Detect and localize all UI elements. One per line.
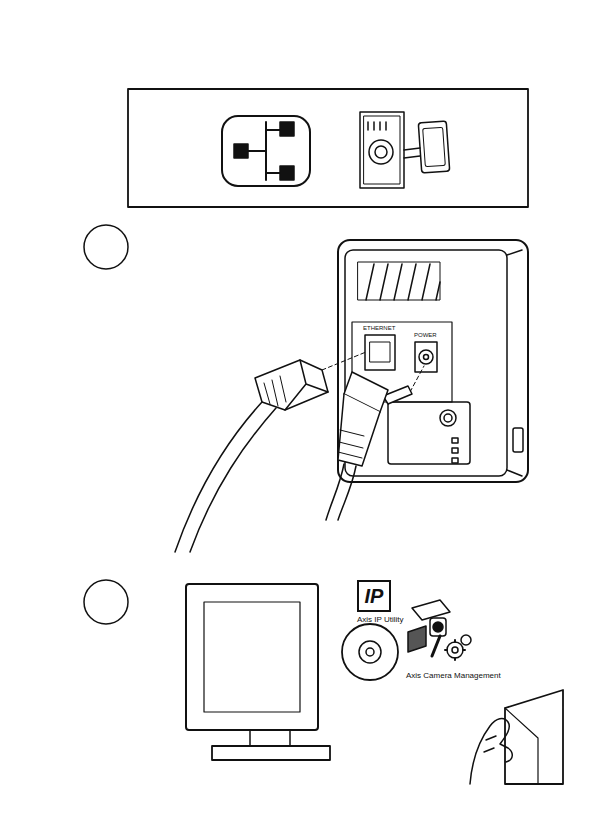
camera-management-icon <box>408 600 471 660</box>
hand-document <box>470 690 563 784</box>
requirements-frame <box>128 89 528 207</box>
camera-icon <box>360 112 450 188</box>
ethernet-port <box>365 335 395 370</box>
power-cable <box>326 366 424 520</box>
monitor <box>186 584 330 760</box>
step-circle <box>84 580 128 624</box>
port-label: ETHERNET <box>363 325 395 332</box>
ip-icon-box: IP <box>357 580 391 612</box>
camera-back <box>338 240 528 482</box>
step-circle <box>84 225 128 269</box>
ethernet-cable <box>175 352 366 552</box>
cd-disc <box>342 624 398 680</box>
software-label: Axis Camera Management <box>406 672 501 681</box>
software-label: Axis IP Utility <box>357 616 404 625</box>
icon-text: IP <box>365 585 384 608</box>
power-jack <box>415 342 437 372</box>
port-label: POWER <box>414 332 437 339</box>
network-icon <box>222 116 310 186</box>
